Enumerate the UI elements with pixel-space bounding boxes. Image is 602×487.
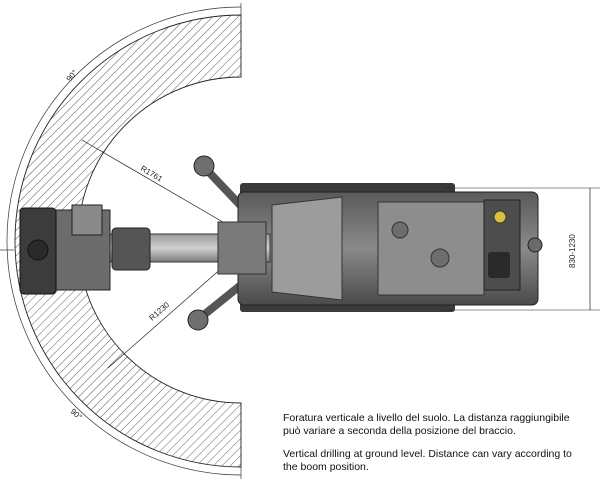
outrigger-pad-top (193, 155, 215, 177)
angle-label-bottom: 90° (69, 407, 84, 422)
front-hood (271, 196, 343, 301)
display (488, 252, 510, 278)
radius-outer-line (81, 139, 241, 233)
angle-label-top: 90° (65, 68, 80, 83)
caption-italian: Foratura verticale a livello del suolo. … (283, 412, 570, 437)
side-knob (527, 237, 543, 253)
reach-zone-hatched (14, 14, 242, 468)
drill-frame (71, 204, 103, 236)
cap-right (430, 248, 450, 268)
angle-arc (6, 6, 242, 476)
boom-cylinder (111, 227, 151, 271)
beacon (493, 210, 507, 224)
drill-bit (27, 239, 49, 261)
radius-inner-label: R1230 (147, 300, 171, 323)
top-plate (377, 201, 485, 296)
caption-english: Vertical drilling at ground level. Dista… (283, 448, 572, 473)
cap-left (391, 221, 409, 239)
width-dimension-label: 830-1230 (568, 234, 577, 268)
outrigger-pad-bottom (187, 309, 209, 331)
boom-joint (217, 221, 267, 275)
